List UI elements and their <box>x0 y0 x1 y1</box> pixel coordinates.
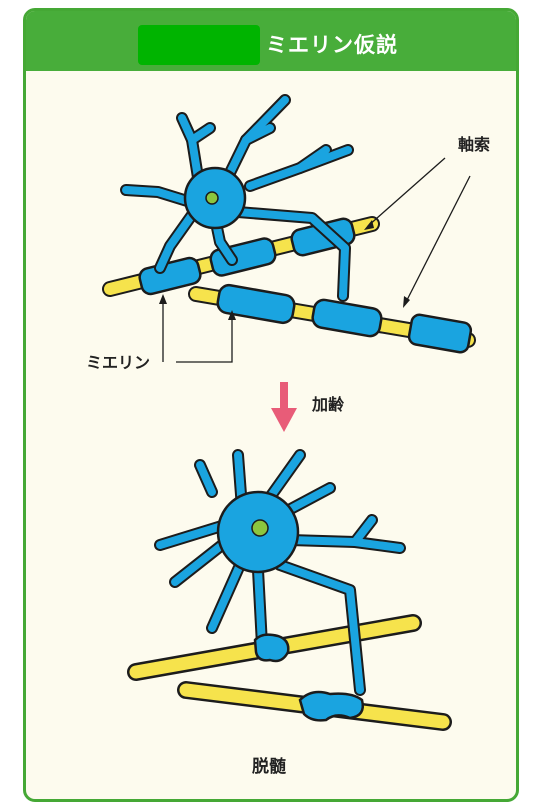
label-demyelination: 脱髄 <box>252 756 287 777</box>
nucleus-icon <box>206 192 218 204</box>
nucleus-icon <box>252 520 268 536</box>
label-myelin: ミエリン <box>86 353 150 372</box>
demyelinated-neuron <box>160 455 400 720</box>
label-axon: 軸索 <box>458 135 490 154</box>
label-aging: 加齢 <box>311 395 345 414</box>
aging-arrow-icon <box>271 382 297 432</box>
